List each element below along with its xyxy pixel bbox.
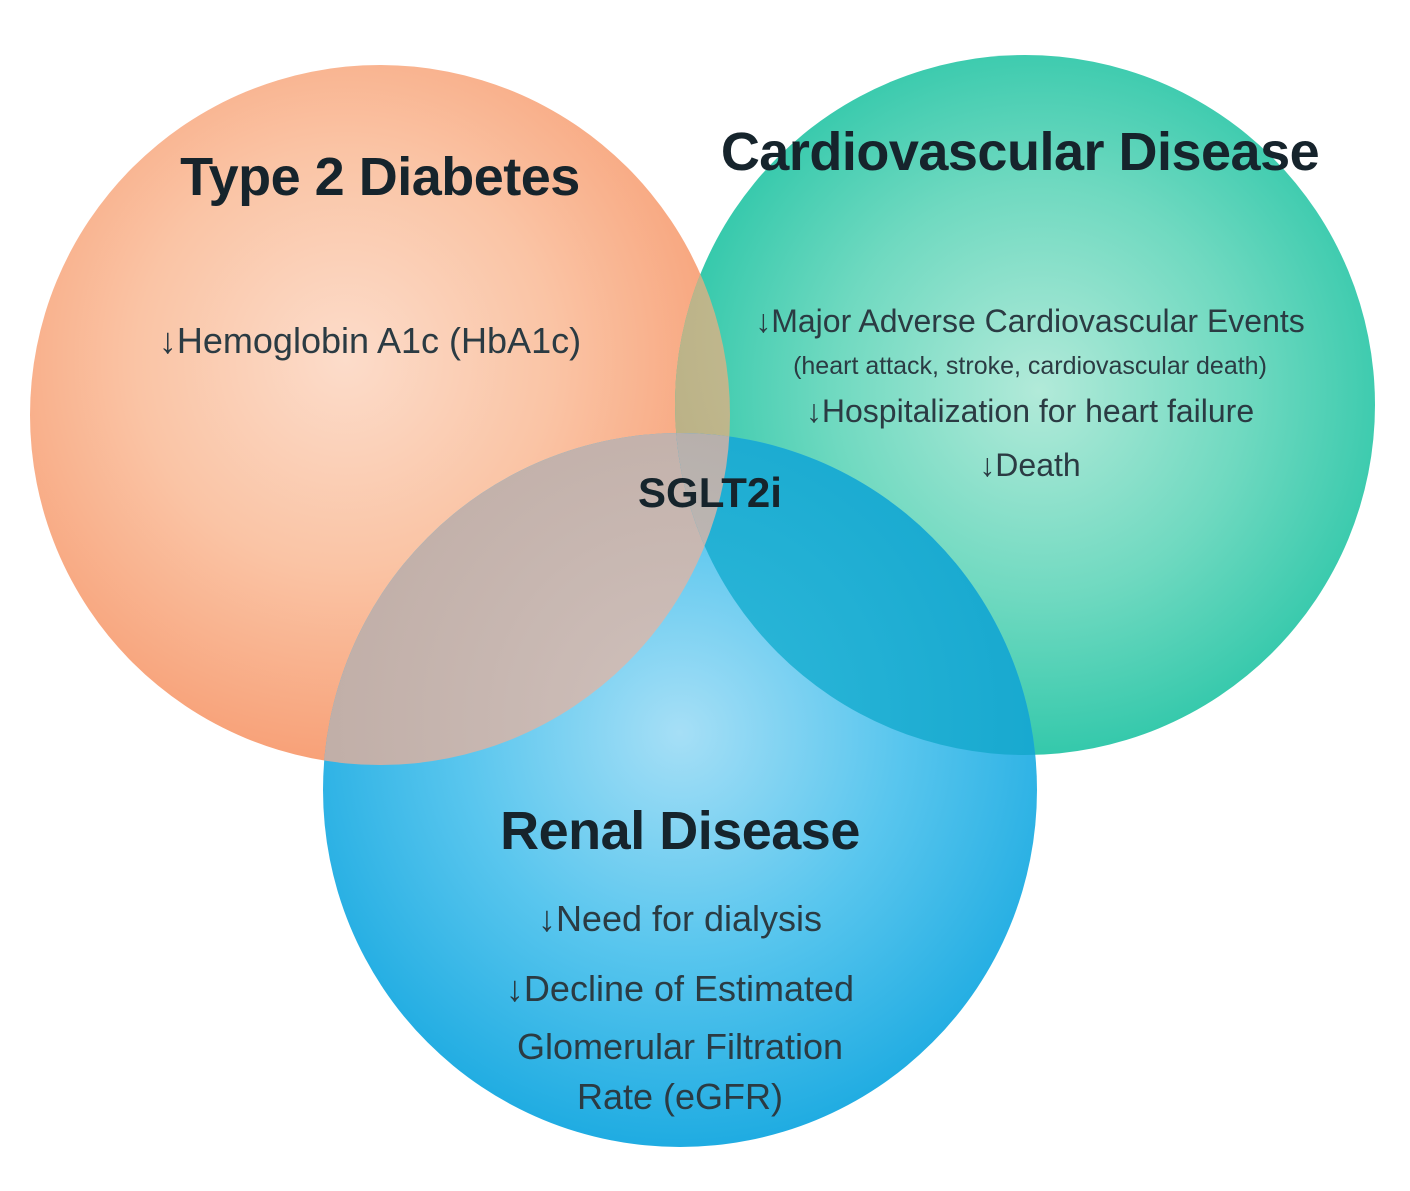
renal-title: Renal Disease [500,801,860,861]
renal-item-2: Glomerular Filtration [516,1026,844,1067]
cardiovascular-item-1: (heart attack, stroke, cardiovascular de… [793,352,1267,380]
renal-item-1: ↓Decline of Estimated [505,968,855,1009]
cardiovascular-item-2: ↓Hospitalization for heart failure [805,393,1255,429]
diabetes-item-0: ↓Hemoglobin A1c (HbA1c) [158,320,582,361]
cardiovascular-item-0: ↓Major Adverse Cardiovascular Events [755,303,1305,339]
cardiovascular-item-3: ↓Death [979,447,1081,483]
overlap-cardiovascular-renal [675,433,1037,755]
center-intersection-label: SGLT2i [638,469,782,516]
renal-item-0: ↓Need for dialysis [537,898,823,939]
overlap-diabetes-renal [323,433,730,765]
renal-item-3: Rate (eGFR) [576,1076,784,1117]
diabetes-title: Type 2 Diabetes [180,147,580,207]
cardiovascular-title: Cardiovascular Disease [720,122,1320,182]
